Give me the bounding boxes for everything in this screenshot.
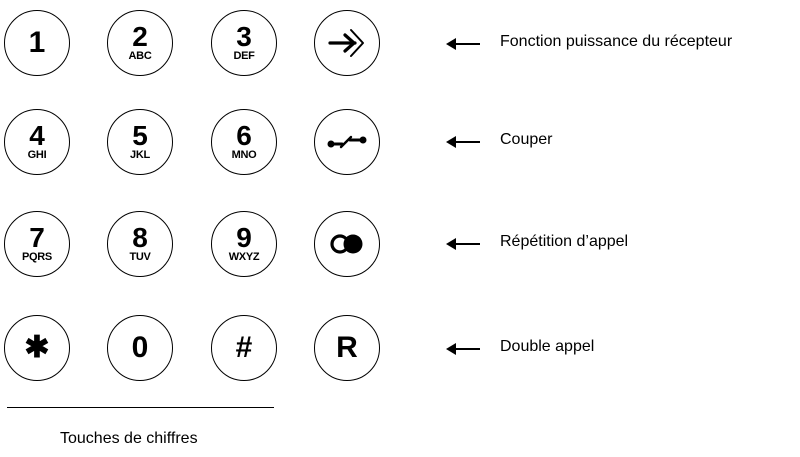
star-key[interactable]: ✱ — [4, 315, 70, 381]
key-letters: GHI — [27, 149, 47, 161]
hang-up-key[interactable] — [314, 109, 380, 175]
key-7[interactable]: 7 PQRS — [4, 211, 70, 277]
left-arrow-icon — [446, 343, 480, 355]
hang-up-icon — [327, 135, 367, 149]
key-letters: MNO — [231, 149, 257, 161]
key-9[interactable]: 9 WXYZ — [211, 211, 277, 277]
hash-key[interactable]: # — [211, 315, 277, 381]
receiver-power-icon — [328, 29, 364, 57]
key-digit: 9 — [236, 222, 252, 253]
key-digit: 2 — [132, 21, 148, 52]
key-6[interactable]: 6 MNO — [211, 109, 277, 175]
redial-icon — [330, 234, 363, 254]
key-8[interactable]: 8 TUV — [107, 211, 173, 277]
redial-key[interactable] — [314, 211, 380, 277]
divider — [7, 407, 274, 408]
left-arrow-icon — [446, 136, 480, 148]
key-digit: 6 — [236, 120, 252, 151]
double-call-icon: R — [336, 331, 358, 364]
key-letters: PQRS — [22, 251, 52, 263]
key-3[interactable]: 3 DEF — [211, 10, 277, 76]
digit-keys-caption: Touches de chiffres — [60, 430, 198, 447]
key-0[interactable]: 0 — [107, 315, 173, 381]
key-digit: ✱ — [24, 331, 50, 364]
left-arrow-icon — [446, 238, 480, 250]
double-call-label: Double appel — [500, 338, 595, 355]
key-letters: DEF — [233, 50, 255, 62]
key-letters: WXYZ — [228, 251, 260, 263]
left-arrow-icon — [446, 38, 480, 50]
key-2[interactable]: 2 ABC — [107, 10, 173, 76]
key-digit: 0 — [131, 331, 149, 364]
key-digit: 7 — [29, 222, 45, 253]
key-digit: 1 — [28, 26, 46, 59]
key-letters: TUV — [129, 251, 151, 263]
key-1[interactable]: 1 — [4, 10, 70, 76]
key-digit: 3 — [236, 21, 252, 52]
double-call-key[interactable]: R — [314, 315, 380, 381]
key-letters: JKL — [130, 149, 150, 161]
key-5[interactable]: 5 JKL — [107, 109, 173, 175]
key-digit: 5 — [132, 120, 148, 151]
key-digit: # — [235, 331, 253, 364]
key-4[interactable]: 4 GHI — [4, 109, 70, 175]
key-letters: ABC — [128, 50, 152, 62]
key-digit: 8 — [132, 222, 148, 253]
hang-up-label: Couper — [500, 131, 553, 148]
key-digit: 4 — [29, 120, 45, 151]
receiver-power-key[interactable] — [314, 10, 380, 76]
receiver-power-label: Fonction puissance du récepteur — [500, 33, 733, 50]
redial-label: Répétition d’appel — [500, 233, 629, 250]
